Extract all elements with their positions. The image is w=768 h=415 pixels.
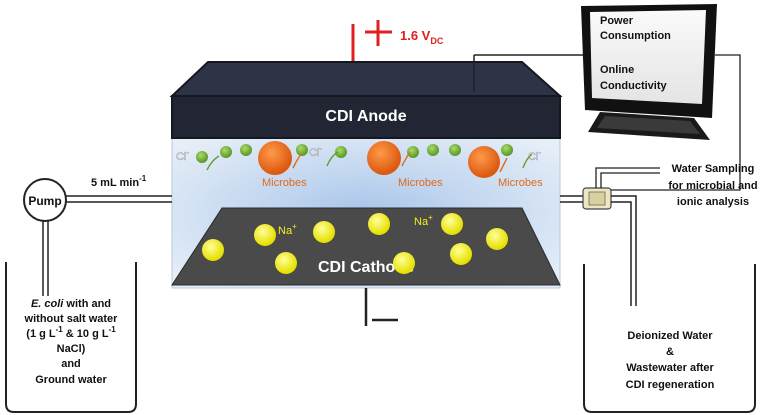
svg-text:E. coli with and: E. coli with and [31,298,111,310]
arrow-icon [499,157,508,173]
sampling-label: Water Sampling for microbial and ionic a… [668,163,757,208]
svg-text:Water Sampling: Water Sampling [672,163,755,175]
svg-text:and: and [61,358,81,370]
sampling-line [595,167,660,188]
microbes-label: Microbes [398,177,443,189]
microbes [258,141,500,178]
svg-text:for microbial and: for microbial and [668,180,757,192]
arrow-icon [206,155,220,171]
chloride-ion [196,151,208,163]
svg-text:CDI regeneration: CDI regeneration [626,379,715,391]
sodium-label: Na+ [414,213,433,228]
sampling-valve-inner [588,191,606,206]
svg-text:Power: Power [600,15,634,27]
product-tank [583,264,756,413]
svg-text:(1 g L-1 & 10 g L-1: (1 g L-1 & 10 g L-1 [26,325,116,340]
conductivity-cable [611,54,741,191]
chloride-ion [296,144,308,156]
voltage-label: 1.6 VDC [400,28,444,46]
pump [23,178,67,222]
svg-text:&: & [666,346,674,358]
sodium-ion [486,228,508,250]
chloride-ion [407,146,419,158]
svg-text:Conductivity: Conductivity [600,80,667,92]
chloride-ion [240,144,252,156]
svg-text:without salt water: without salt water [24,313,119,325]
sodium-ion [254,224,276,246]
product-tank-label: Deionized Water & Wastewater after CDI r… [626,330,715,391]
arrow-icon [292,153,302,169]
microbe [258,141,292,175]
chloride-label: Cl- [528,148,541,163]
svg-text:Wastewater after: Wastewater after [626,362,714,374]
svg-text:Deionized Water: Deionized Water [627,330,713,342]
arrow-icon [522,153,533,169]
chloride-ion [220,146,232,158]
drain-line [611,195,637,306]
anode-label: CDI Anode [325,108,406,125]
anode-plate [171,95,561,139]
chloride-ion [427,144,439,156]
sodium-ions [202,213,508,274]
monitor-label: Power Consumption Online Conductivity [600,15,671,92]
sodium-ion [450,243,472,265]
monitor-icon [581,4,717,140]
arrow-icon [401,151,411,167]
microbe [468,146,500,178]
feed-tank [5,262,137,413]
sodium-label: Na+ [278,222,297,237]
chloride-label: Cl- [176,148,189,163]
svg-text:Consumption: Consumption [600,30,671,42]
microbes-label: Microbes [262,177,307,189]
svg-text:Online: Online [600,64,634,76]
chloride-ion [501,144,513,156]
feed-tank-label: E. coli with and without salt water (1 g… [24,298,119,386]
chloride-ions [196,144,513,163]
microbe-arrows [292,151,508,173]
microbe [367,141,401,175]
chloride-ion [449,144,461,156]
sodium-ion [393,252,415,274]
sodium-ion [313,221,335,243]
sodium-ion [368,213,390,235]
anode-top-face [169,61,563,97]
sodium-ion [441,213,463,235]
svg-text:NaCl): NaCl) [57,343,86,355]
sodium-ion [275,252,297,274]
flow-rate-label: 5 mL min-1 [91,174,147,189]
cathode-label: CDI Cathode [318,259,414,276]
chloride-ion [335,146,347,158]
drain-line [611,201,632,306]
sampling-line [600,172,660,188]
chloride-label: Cl- [309,144,322,159]
svg-text:ionic analysis: ionic analysis [677,196,749,208]
microbes-label: Microbes [498,177,543,189]
pump-label: Pump [28,194,61,208]
arrow-icon [326,151,339,167]
ion-migration-arrows [206,151,533,171]
sodium-ion [202,239,224,261]
svg-text:Ground water: Ground water [35,374,107,386]
